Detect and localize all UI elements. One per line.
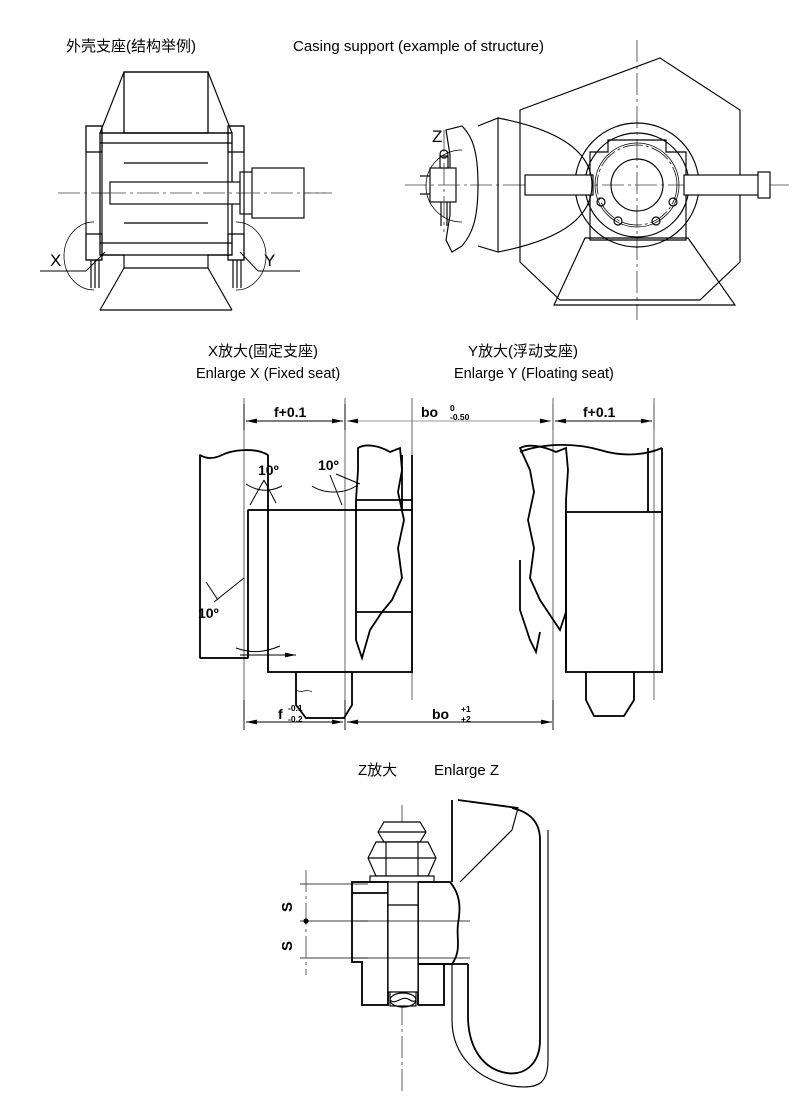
z-bolt-detail <box>405 130 470 232</box>
dim-bottom-left-label: f <box>278 706 283 722</box>
dim-bottom-mid-label: bo <box>432 706 449 722</box>
view-casing-support-side: X Y <box>40 71 332 311</box>
callout-y-label: Y <box>264 251 275 270</box>
angle-label-1: 10º <box>258 462 279 478</box>
section-x-title-cn: X放大(固定支座) <box>208 343 318 360</box>
dimension-chain-top: f+0.1 bo 0 -0.50 f+0.1 <box>243 403 655 430</box>
view-casing-support-front: Z <box>405 40 790 320</box>
view-enlarge-y <box>518 398 663 720</box>
view-enlarge-x: f+0.1 bo 0 -0.50 f+0.1 <box>198 398 655 720</box>
dim-top-left-label: f+0.1 <box>274 404 307 420</box>
view-enlarge-z: S S <box>279 799 549 1095</box>
callout-z-label: Z <box>432 127 442 146</box>
dim-top-mid-sup: 0 <box>450 403 455 413</box>
section-x-title-en: Enlarge X (Fixed seat) <box>196 366 340 382</box>
dim-top-mid-sub: -0.50 <box>450 412 470 422</box>
dim-top-mid-label: bo <box>421 404 438 420</box>
callout-x: X <box>40 251 106 272</box>
dim-bottom-mid-sub: +2 <box>461 714 471 724</box>
floating-seat-flange-right <box>227 125 245 288</box>
angle-label-2: 10º <box>318 457 339 473</box>
z-label-s-upper: S <box>279 902 296 912</box>
dimension-chain-bottom: f -0.1 -0.2 bo +1 +2 <box>243 700 554 730</box>
section-z-title-cn: Z放大 <box>358 762 397 779</box>
callout-y: Y <box>239 251 300 272</box>
fixed-seat-flange-left <box>85 125 103 288</box>
callout-z: Z <box>432 127 442 146</box>
dim-bottom-mid-sup: +1 <box>461 704 471 714</box>
title-casing-support-en: Casing support (example of structure) <box>293 38 544 55</box>
dim-bottom-left-sup: -0.1 <box>288 703 303 713</box>
angle-annotations-x: 10º 10º 10º <box>198 457 361 658</box>
section-y-title-en: Enlarge Y (Floating seat) <box>454 366 614 382</box>
title-casing-support-cn: 外壳支座(结构举例) <box>66 38 196 55</box>
section-y-title-cn: Y放大(浮动支座) <box>468 343 578 360</box>
dim-bottom-left-sub: -0.2 <box>288 714 303 724</box>
callout-x-label: X <box>50 251 61 270</box>
dim-top-right-label: f+0.1 <box>583 404 616 420</box>
angle-label-3: 10º <box>198 605 219 621</box>
z-label-s-lower: S <box>279 941 296 951</box>
section-z-title-en: Enlarge Z <box>434 762 499 779</box>
